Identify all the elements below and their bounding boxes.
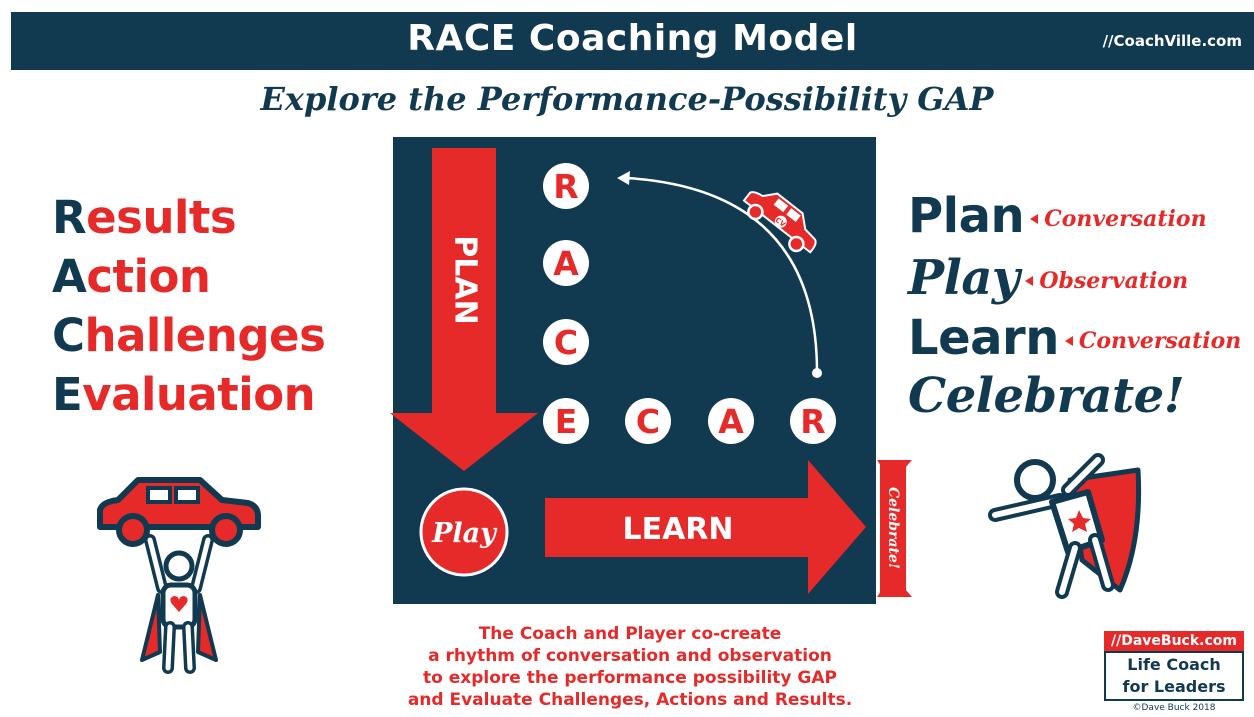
phase-note: Observation bbox=[1025, 268, 1188, 294]
phase-note: Conversation bbox=[1065, 328, 1241, 354]
acronym-results: Results bbox=[52, 188, 325, 247]
race-circle bbox=[543, 319, 589, 365]
car-circle bbox=[790, 398, 836, 444]
brand-line: Life Coach bbox=[1127, 655, 1221, 674]
car-letter: A bbox=[718, 402, 744, 441]
acronym-initial: R bbox=[52, 191, 87, 244]
brand-site: //DaveBuck.com bbox=[1104, 631, 1244, 651]
race-vertical: R A C E bbox=[543, 163, 589, 444]
race-letter: A bbox=[553, 244, 579, 283]
caption-line: to explore the performance possibility G… bbox=[422, 668, 838, 688]
acronym-initial: E bbox=[52, 368, 83, 421]
phase-celebrate: Celebrate! bbox=[908, 368, 1185, 424]
loop-arrow-path bbox=[626, 176, 819, 373]
learn-arrow bbox=[545, 460, 866, 594]
acronym-challenges: Challenges bbox=[52, 306, 326, 365]
brand-box: Life Coach for Leaders bbox=[1104, 651, 1244, 701]
car-circle bbox=[625, 398, 671, 444]
play-circle bbox=[419, 487, 509, 577]
caption-line: and Evaluate Challenges, Actions and Res… bbox=[407, 690, 853, 710]
race-circle bbox=[543, 398, 589, 444]
acronym-rest: ction bbox=[86, 250, 211, 303]
flying-superhero-icon bbox=[988, 453, 1142, 599]
plan-label: PLAN bbox=[448, 235, 483, 324]
phase-note: Conversation bbox=[1030, 206, 1206, 232]
loop-arrow-dot bbox=[812, 368, 822, 378]
acronym-evaluation: Evaluation bbox=[52, 365, 325, 424]
car-horizontal: C A R bbox=[625, 398, 836, 444]
header-bar: RACE Coaching Model //CoachVille.com bbox=[11, 12, 1254, 70]
brand-copyright: ©Dave Buck 2018 bbox=[1132, 703, 1216, 713]
car-letter: C bbox=[636, 402, 660, 441]
phase-word: Celebrate! bbox=[908, 368, 1185, 424]
acronym-action: Action bbox=[52, 247, 325, 306]
phase-word: Play bbox=[908, 250, 1020, 306]
hero-lifting-car-icon bbox=[97, 477, 261, 674]
loop-arrow-head bbox=[617, 171, 630, 185]
celebrate-label: Celebrate! bbox=[885, 487, 901, 569]
plan-arrow bbox=[390, 148, 538, 471]
caption-line: a rhythm of conversation and observation bbox=[428, 646, 832, 666]
race-letter: C bbox=[554, 323, 578, 362]
learn-label: LEARN bbox=[622, 512, 733, 547]
acronym-list: Results Action Challenges Evaluation bbox=[52, 188, 326, 424]
phase-word: Learn bbox=[908, 310, 1059, 366]
car-letter: R bbox=[800, 402, 825, 441]
acronym-initial: A bbox=[52, 250, 87, 303]
celebrate-ribbon-body bbox=[880, 462, 906, 596]
race-circle bbox=[543, 240, 589, 286]
play-label: Play bbox=[431, 518, 498, 549]
phase-word: Plan bbox=[908, 188, 1025, 244]
race-letter: R bbox=[553, 167, 578, 206]
brand-badge: //DaveBuck.com Life Coach for Leaders ©D… bbox=[1104, 631, 1244, 713]
caption: The Coach and Player co-create a rhythm … bbox=[330, 623, 930, 711]
car-circle bbox=[708, 398, 754, 444]
race-letter: E bbox=[555, 402, 578, 441]
acronym-initial: C bbox=[52, 309, 85, 362]
race-circle bbox=[543, 163, 589, 209]
header-url: //CoachVille.com bbox=[1102, 32, 1242, 50]
caption-line: The Coach and Player co-create bbox=[478, 624, 782, 644]
acronym-rest: valuation bbox=[82, 368, 316, 421]
acronym-rest: hallenges bbox=[84, 309, 326, 362]
subtitle: Explore the Performance-Possibility GAP bbox=[260, 80, 994, 118]
race-car-icon: CV bbox=[742, 191, 817, 254]
brand-line: for Leaders bbox=[1122, 677, 1226, 696]
page-title: RACE Coaching Model bbox=[407, 18, 858, 59]
acronym-rest: esults bbox=[86, 191, 237, 244]
